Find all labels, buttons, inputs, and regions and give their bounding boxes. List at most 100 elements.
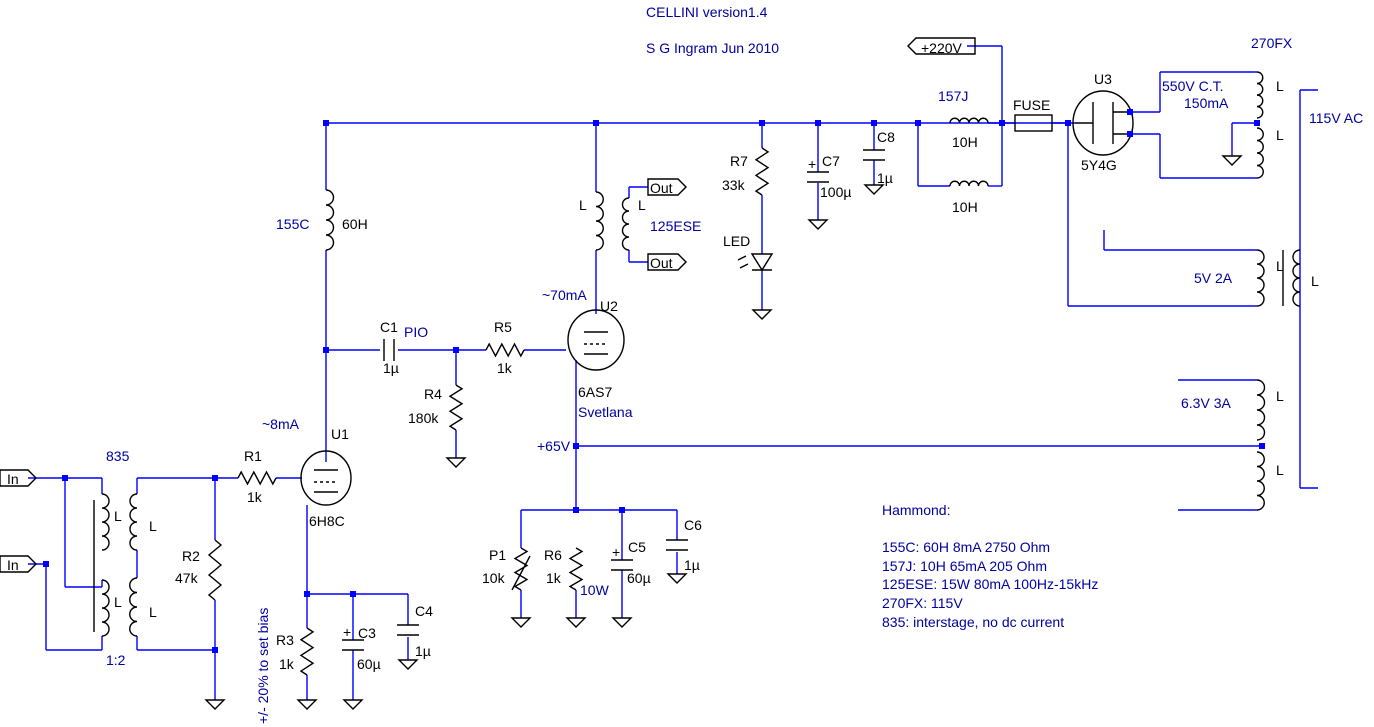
net-label-65v: +65V <box>537 438 571 454</box>
transformer-835-p2 <box>101 579 110 637</box>
note-line: 157J: 10H 65mA 205 Ohm <box>882 558 1047 574</box>
ground-symbol <box>510 617 532 628</box>
junction-dot <box>43 561 49 567</box>
tube-u3 <box>1072 90 1134 156</box>
c3-value: 60µ <box>357 656 381 672</box>
junction-dot <box>212 475 218 481</box>
r6-ref: R6 <box>544 547 562 563</box>
c5-ref: C5 <box>628 539 646 555</box>
junction-dot <box>593 120 599 126</box>
c8-ref: C8 <box>877 129 895 145</box>
junction-dot <box>304 591 310 597</box>
note-line: 125ESE: 15W 80mA 100Hz-15kHz <box>882 576 1098 592</box>
net-label-220v: +220V <box>921 40 963 56</box>
ground-symbol <box>204 699 226 710</box>
note-line: 155C: 60H 8mA 2750 Ohm <box>882 539 1050 555</box>
wires <box>28 45 1318 700</box>
choke-157j-ref: 157J <box>938 88 968 104</box>
junction-dot <box>915 120 921 126</box>
note-line: 835: interstage, no dc current <box>882 614 1064 630</box>
input-port-2: In <box>7 557 19 573</box>
transformer-63v-label: 6.3V 3A <box>1181 395 1231 411</box>
c1-ref: C1 <box>380 319 398 335</box>
input-port-box-2 <box>0 555 37 573</box>
ground-symbol <box>751 309 773 320</box>
transformer-835-ref: 835 <box>106 448 130 464</box>
u2-current: ~70mA <box>542 287 587 303</box>
transformer-835-s1 <box>129 493 138 551</box>
component-symbols: + + + <box>0 37 1301 710</box>
led-rays <box>737 255 749 269</box>
transformer-63v-bot <box>1256 451 1265 511</box>
resistor-r3 <box>299 627 315 676</box>
choke-155c-value: 60H <box>342 216 368 232</box>
transformer-835-p1 <box>101 493 110 551</box>
led-ref: LED <box>723 233 750 249</box>
r3-ref: R3 <box>276 632 294 648</box>
resistor-r6 <box>568 547 584 591</box>
resistor-r1 <box>237 470 277 486</box>
l-label-835-s1: L <box>149 518 157 534</box>
ground-symbol <box>445 457 467 468</box>
junction-dot <box>1259 443 1265 449</box>
r6-value: 1k <box>546 570 562 586</box>
junction-dot <box>1127 131 1133 137</box>
output-port-box-1 <box>647 178 687 196</box>
choke-155c-coil <box>325 189 335 251</box>
u2-value: 6AS7 <box>578 384 612 400</box>
r1-ref: R1 <box>244 448 262 464</box>
resistor-r5 <box>485 342 525 358</box>
junction-dot <box>453 347 459 353</box>
bias-note: +/- 20% to set bias <box>255 608 271 724</box>
l-label-5v: L <box>1276 258 1284 274</box>
c1-value: 1µ <box>383 360 399 376</box>
choke-155c-ref: 155C <box>276 216 309 232</box>
schematic-author: S G Ingram Jun 2010 <box>646 40 779 56</box>
junction-dot <box>212 647 218 653</box>
tube-u1 <box>300 450 352 506</box>
transformer-hv-bot <box>1256 127 1264 179</box>
capacitor-c5-polarity: + <box>612 544 620 560</box>
l-label-835-s2: L <box>149 604 157 620</box>
c7-value: 100µ <box>820 184 851 200</box>
schematic-title: CELLINI version1.4 <box>646 4 768 20</box>
junction-dot <box>62 475 68 481</box>
notes-heading: Hammond: <box>882 502 950 518</box>
l-label-hv-bot: L <box>1276 127 1284 143</box>
hammond-notes: Hammond: 155C: 60H 8mA 2750 Ohm 157J: 10… <box>882 502 1098 630</box>
capacitor-c7-polarity: + <box>808 156 816 172</box>
u3-ref: U3 <box>1094 71 1112 87</box>
u1-current: ~8mA <box>262 416 300 432</box>
transformer-5v-winding <box>1256 249 1265 307</box>
l-label-hv-top: L <box>1276 78 1284 94</box>
resistor-r4 <box>448 384 464 431</box>
ground-symbol <box>342 699 364 710</box>
r6-note: 10W <box>580 582 610 598</box>
ground-symbol <box>611 617 633 628</box>
transformer-835-s2 <box>129 577 138 637</box>
junctions <box>43 109 1265 653</box>
junction-dot <box>759 120 765 126</box>
ground-symbol <box>397 659 419 670</box>
u1-ref: U1 <box>331 426 349 442</box>
junction-dot <box>1065 120 1071 126</box>
l-label-u2-plate: L <box>579 197 587 213</box>
r3-value: 1k <box>279 656 295 672</box>
l-label-63v-bot: L <box>1276 462 1284 478</box>
r2-value: 47k <box>175 570 199 586</box>
choke-157j-coil-1 <box>949 117 989 124</box>
u3-value: 5Y4G <box>1081 157 1117 173</box>
junction-dot <box>323 347 329 353</box>
c5-value: 60µ <box>627 570 651 586</box>
capacitor-c3-polarity: + <box>343 624 351 640</box>
junction-dot <box>1254 120 1260 126</box>
potentiometer-p1 <box>513 547 529 591</box>
tube-u2 <box>567 309 625 371</box>
transformer-primary-winding <box>1292 249 1301 307</box>
ground-symbol <box>807 219 829 230</box>
u2-note: Svetlana <box>578 404 633 420</box>
c3-ref: C3 <box>358 625 376 641</box>
led-symbol <box>750 253 774 272</box>
junction-dot <box>1127 109 1133 115</box>
junction-dot <box>350 591 356 597</box>
